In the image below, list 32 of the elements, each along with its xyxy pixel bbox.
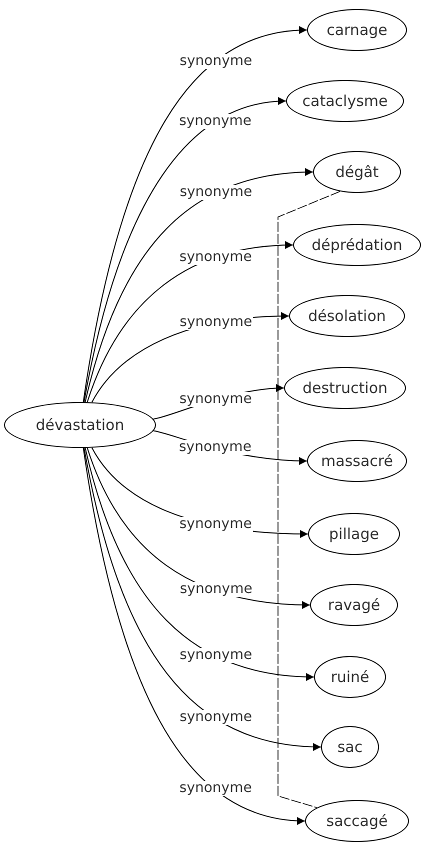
word-label: ruiné [330,668,370,686]
word-label: ravagé [328,596,380,614]
word-label: déprédation [312,236,402,254]
word-label: sac [337,738,363,756]
word-label: cataclysme [302,92,388,110]
arrow [82,26,308,403]
edge-label: synonyme [178,582,254,598]
arrow [84,168,314,403]
edge-label: synonyme [178,440,252,456]
arrow [84,447,314,681]
edge-label: synonyme [178,54,254,69]
word-label: saccagé [326,812,388,830]
edge-label: synonyme [178,710,254,725]
word-label: pillage [329,525,379,543]
edge-label: synonyme [178,114,253,130]
arrow [82,447,306,824]
edge-label: synonyme [178,185,254,200]
edge-label: synonyme [178,392,253,407]
word-label: massacré [321,452,393,470]
arrow [84,98,286,403]
word-label: dégât [335,163,379,181]
word-label: destruction [302,379,388,397]
word-label: dévastation [36,416,124,434]
dashed-line [278,190,340,808]
edge-label: synonyme [178,250,253,265]
arrow [84,447,322,750]
edge-label: synonyme [178,781,253,796]
edge-label: synonyme [178,648,254,663]
word-label: désolation [308,307,386,325]
edge-label: synonyme [178,315,254,330]
word-label: carnage [326,21,388,39]
edge-label: synonyme [178,517,253,532]
